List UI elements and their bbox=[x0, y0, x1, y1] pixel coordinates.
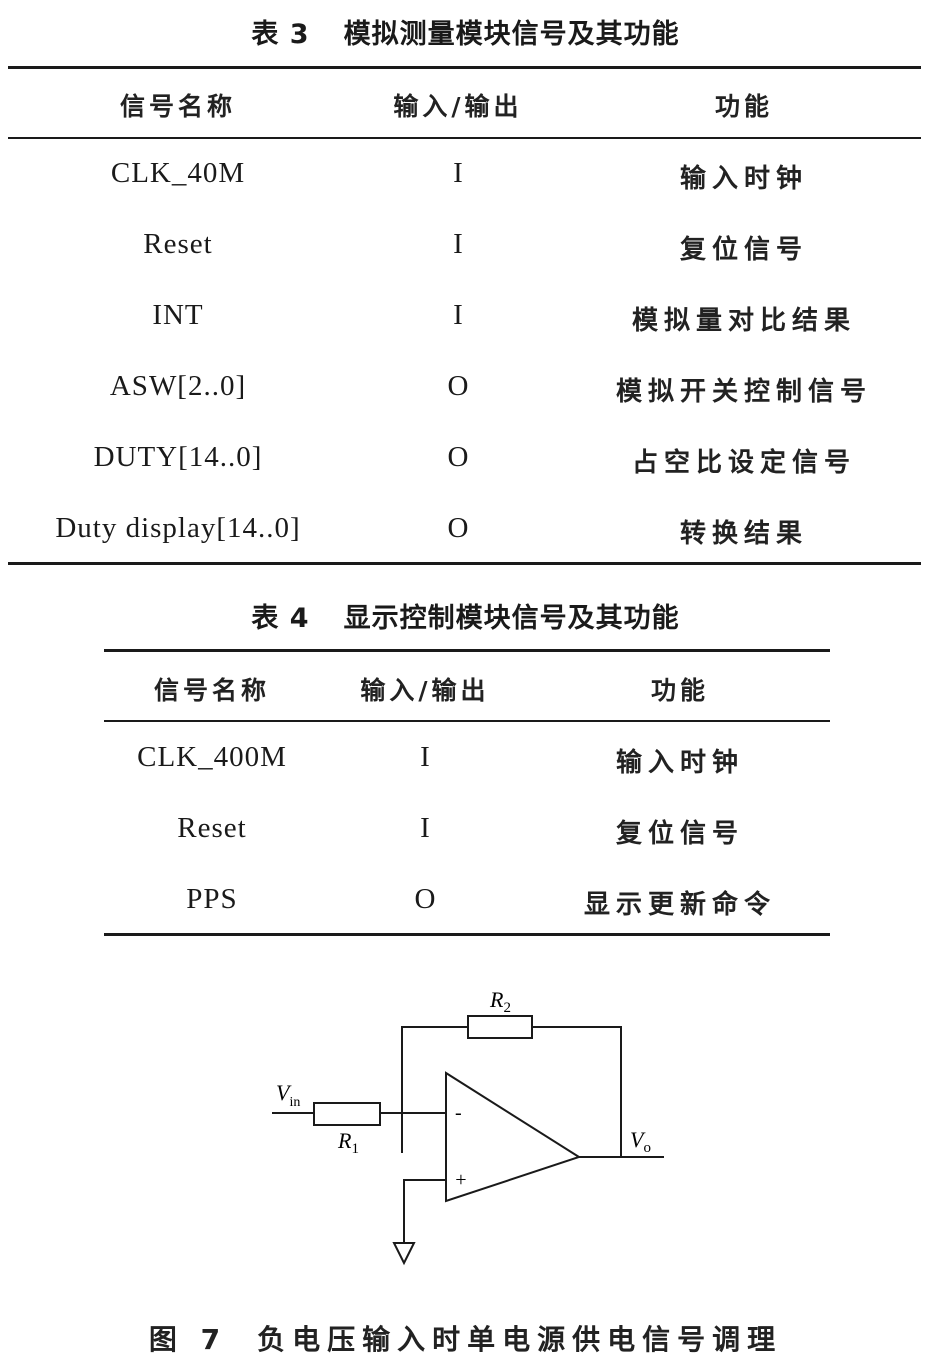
figure7-number: 图 7 bbox=[148, 1323, 228, 1356]
table3-row2-io: I bbox=[453, 228, 463, 260]
table4-row3-function: 显示更新命令 bbox=[583, 890, 777, 920]
table4-row2-io: I bbox=[420, 812, 430, 844]
feedback-wire-right bbox=[532, 1026, 622, 1157]
table3-row2-function: 复位信号 bbox=[679, 235, 809, 265]
table4-bottom-rule bbox=[104, 933, 830, 936]
ground-wire bbox=[403, 1179, 446, 1243]
table4-row1-signal: CLK_400M bbox=[137, 741, 287, 773]
figure7-caption: 图 7 负电压输入时单电源供电信号调理 bbox=[0, 1318, 931, 1358]
table4-header-function: 功能 bbox=[650, 676, 710, 705]
table3-row3-io: I bbox=[453, 299, 463, 331]
table4-row2-function: 复位信号 bbox=[615, 819, 745, 849]
table4-number: 表 4 bbox=[251, 603, 310, 634]
table4-row3-io: O bbox=[414, 883, 436, 915]
table3-row6-signal: Duty display[14..0] bbox=[55, 512, 301, 544]
table3-row5-signal: DUTY[14..0] bbox=[93, 441, 263, 473]
inverting-sign: - bbox=[455, 1102, 462, 1124]
table4-top-rule bbox=[104, 649, 830, 652]
ground-icon bbox=[392, 1242, 416, 1266]
table3-row5-io: O bbox=[447, 441, 469, 473]
table3-row5-function: 占空比设定信号 bbox=[631, 448, 857, 478]
opamp-triangle bbox=[445, 1071, 582, 1203]
table3-row6-function: 转换结果 bbox=[679, 519, 809, 549]
table3-row1-signal: CLK_40M bbox=[110, 157, 246, 189]
table3-number: 表 3 bbox=[251, 19, 310, 50]
table4-header-signal: 信号名称 bbox=[153, 676, 271, 705]
table3-row1-io: I bbox=[453, 157, 463, 189]
r1-label: R1 bbox=[337, 1128, 359, 1157]
table3-header-signal: 信号名称 bbox=[119, 92, 237, 121]
r2-label: R2 bbox=[489, 987, 511, 1016]
table4-title: 显示控制模块信号及其功能 bbox=[343, 603, 680, 634]
opamp-circuit-diagram: R2 R1 Vin Vo - + bbox=[272, 987, 664, 1266]
table3-bottom-rule bbox=[8, 562, 921, 565]
noninverting-sign: + bbox=[454, 1169, 468, 1191]
table3-row4-signal: ASW[2..0] bbox=[109, 370, 247, 402]
table3-row4-io: O bbox=[447, 370, 469, 402]
resistor-r2 bbox=[467, 1015, 533, 1039]
figure7-title: 负电压输入时单电源供电信号调理 bbox=[257, 1323, 783, 1356]
table4-header-io: 输入/输出 bbox=[360, 676, 490, 705]
table3-row3-function: 模拟量对比结果 bbox=[631, 306, 857, 336]
resistor-r1 bbox=[313, 1102, 381, 1126]
table4-row1-function: 输入时钟 bbox=[615, 748, 745, 778]
table3-header-io: 输入/输出 bbox=[393, 92, 523, 121]
table4-row2-signal: Reset bbox=[177, 812, 247, 844]
table3-row1-function: 输入时钟 bbox=[679, 164, 809, 194]
table3-title: 模拟测量模块信号及其功能 bbox=[343, 19, 680, 50]
table3-header-rule bbox=[8, 137, 921, 139]
table4-caption: 表 4 显示控制模块信号及其功能 bbox=[0, 596, 931, 635]
table3-top-rule bbox=[8, 66, 921, 69]
vo-label: Vo bbox=[630, 1127, 651, 1156]
table3-row6-io: O bbox=[447, 512, 469, 544]
feedback-wire-left bbox=[401, 1026, 468, 1153]
table3-row3-signal: INT bbox=[152, 299, 204, 331]
table4-row1-io: I bbox=[420, 741, 430, 773]
table4-header-rule bbox=[104, 720, 830, 722]
table4-row3-signal: PPS bbox=[186, 883, 238, 915]
table3-header-function: 功能 bbox=[714, 92, 774, 121]
vin-label: Vin bbox=[276, 1080, 300, 1110]
table3-row4-function: 模拟开关控制信号 bbox=[615, 377, 873, 407]
table3-row2-signal: Reset bbox=[143, 228, 213, 260]
table3-caption: 表 3 模拟测量模块信号及其功能 bbox=[0, 12, 931, 51]
